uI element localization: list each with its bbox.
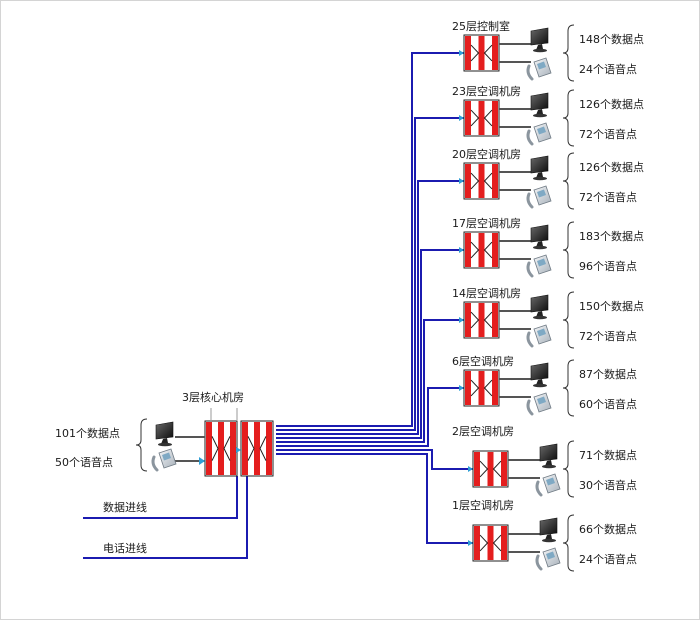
cable-layer: [83, 50, 473, 559]
patch-panel-icon: [463, 162, 500, 200]
voice-points-label: 72个语音点: [579, 329, 637, 343]
phone-icon: [535, 547, 561, 571]
phone-inlet-cable: [83, 476, 248, 559]
fiber-link: [276, 387, 464, 447]
core-voice-points-label: 50个语音点: [55, 455, 113, 469]
phone-icon: [526, 122, 552, 146]
core-room: [151, 408, 274, 477]
voice-points-label: 24个语音点: [579, 552, 637, 566]
patch-panel-icon: [463, 34, 500, 72]
fiber-link: [276, 249, 464, 439]
data-inlet-label: 数据进线: [103, 500, 147, 514]
node-layer: [151, 27, 561, 571]
floor-room: [463, 92, 552, 146]
brace-icon: [562, 359, 575, 417]
brace-icon: [562, 514, 575, 572]
data-points-label: 66个数据点: [579, 522, 637, 536]
patch-panel-icon: [463, 231, 500, 269]
phone-icon: [535, 473, 561, 497]
monitor-icon: [539, 443, 558, 469]
patch-panel-icon: [472, 524, 509, 562]
floor-name: 17层空调机房: [452, 216, 521, 230]
floor-name: 25层控制室: [452, 19, 510, 33]
floor-room: [472, 443, 561, 497]
phone-icon: [526, 392, 552, 416]
monitor-icon: [530, 224, 549, 250]
phone-inlet-label: 电话进线: [103, 541, 147, 555]
voice-points-label: 30个语音点: [579, 478, 637, 492]
phone-icon: [526, 254, 552, 278]
data-points-label: 126个数据点: [579, 97, 644, 111]
brace-icon: [562, 440, 575, 498]
core-room-title: 3层核心机房: [182, 390, 244, 404]
brace-icon: [562, 291, 575, 349]
phone-icon: [526, 324, 552, 348]
fiber-link: [276, 453, 473, 544]
data-points-label: 87个数据点: [579, 367, 637, 381]
monitor-icon: [530, 92, 549, 118]
voice-points-label: 96个语音点: [579, 259, 637, 273]
voice-points-label: 72个语音点: [579, 127, 637, 141]
monitor-icon: [530, 294, 549, 320]
data-points-label: 183个数据点: [579, 229, 644, 243]
voice-points-label: 72个语音点: [579, 190, 637, 204]
data-points-label: 150个数据点: [579, 299, 644, 313]
floor-name: 1层空调机房: [452, 498, 514, 512]
data-points-label: 126个数据点: [579, 160, 644, 174]
floor-name: 23层空调机房: [452, 84, 521, 98]
patch-panel-icon: [463, 369, 500, 407]
fiber-link: [276, 319, 464, 443]
patch-panel-icon: [240, 420, 274, 477]
patch-panel-icon: [463, 99, 500, 137]
floor-room: [463, 27, 552, 81]
patch-panel-icon: [463, 301, 500, 339]
voice-points-label: 24个语音点: [579, 62, 637, 76]
monitor-icon: [530, 27, 549, 53]
phone-icon: [151, 448, 177, 472]
brace-icon: [562, 24, 575, 82]
data-points-label: 148个数据点: [579, 32, 644, 46]
voice-points-label: 60个语音点: [579, 397, 637, 411]
monitor-icon: [530, 155, 549, 181]
brace-icon: [562, 89, 575, 147]
patch-panel-icon: [472, 450, 509, 488]
data-points-label: 71个数据点: [579, 448, 637, 462]
fiber-link: [276, 180, 464, 435]
phone-icon: [526, 185, 552, 209]
brace-icon: [562, 221, 575, 279]
core-data-points-label: 101个数据点: [55, 426, 120, 440]
floor-name: 14层空调机房: [452, 286, 521, 300]
brace-icon: [562, 152, 575, 210]
floor-room: [472, 517, 561, 571]
monitor-icon: [539, 517, 558, 543]
floor-name: 20层空调机房: [452, 147, 521, 161]
floor-room: [463, 362, 552, 416]
fiber-link: [276, 449, 473, 470]
floor-name: 2层空调机房: [452, 424, 514, 438]
data-inlet-cable: [83, 476, 238, 519]
label-layer: 148个数据点 24个语音点 25层控制室 126个数据点 72个语音点 23层空调机房 1…: [55, 19, 644, 572]
brace-icon: [135, 418, 148, 472]
phone-icon: [526, 57, 552, 81]
floor-name: 6层空调机房: [452, 354, 514, 368]
floor-room: [463, 155, 552, 209]
monitor-icon: [155, 421, 174, 447]
patch-panel-icon: [204, 420, 238, 477]
fiber-link: [276, 52, 464, 427]
monitor-icon: [530, 362, 549, 388]
floor-room: [463, 294, 552, 348]
floor-room: [463, 224, 552, 278]
fiber-link: [276, 117, 464, 431]
